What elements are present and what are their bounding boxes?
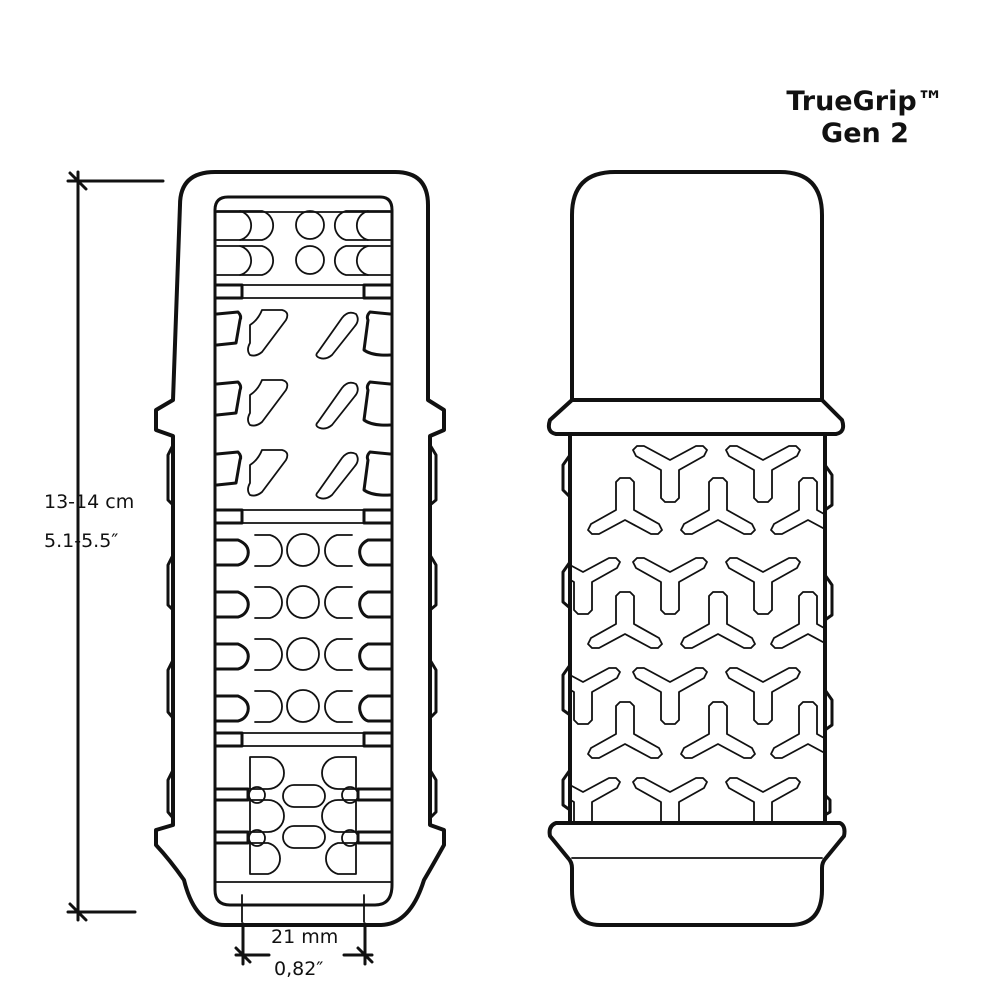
cross-section-view xyxy=(154,170,446,927)
exterior-view xyxy=(490,170,906,927)
width-metric-label: 21 mm xyxy=(271,926,339,948)
cap-flange xyxy=(546,398,846,436)
product-generation: Gen 2 xyxy=(821,118,909,150)
section-round-nubs xyxy=(213,533,394,748)
section-entry-nubs xyxy=(213,210,394,300)
product-name: TrueGrip™ xyxy=(786,86,944,117)
base xyxy=(547,821,847,927)
grip-pattern xyxy=(545,445,846,835)
width-imperial-label: 0,82″ xyxy=(274,958,324,980)
width-dimension-line xyxy=(234,922,374,966)
cap xyxy=(570,170,824,402)
product-title: TrueGrip™ Gen 2 xyxy=(770,86,960,151)
height-metric-label: 13-14 cm xyxy=(44,491,135,513)
height-dimension-line xyxy=(66,170,165,922)
height-imperial-label: 5.1-5.5″ xyxy=(44,530,119,552)
section-oval-nubs xyxy=(213,756,394,923)
section-diagonal-ribs xyxy=(213,309,394,525)
